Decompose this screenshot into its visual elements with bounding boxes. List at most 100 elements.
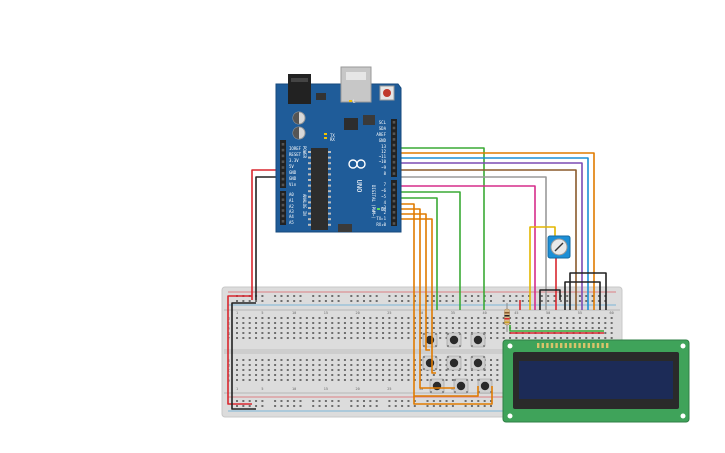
breadboard-hole[interactable]: [267, 337, 270, 339]
resistor[interactable]: [504, 303, 510, 332]
breadboard-hole[interactable]: [356, 379, 359, 381]
breadboard-hole[interactable]: [299, 369, 302, 371]
rail-hole[interactable]: [585, 300, 588, 302]
breadboard-hole[interactable]: [426, 374, 429, 376]
rail-hole[interactable]: [490, 295, 492, 297]
breadboard-hole[interactable]: [439, 369, 442, 371]
wire-pot-gnd-black[interactable]: [539, 289, 561, 310]
rail-hole[interactable]: [375, 400, 378, 402]
breadboard-hole[interactable]: [255, 369, 258, 371]
breadboard-hole[interactable]: [337, 337, 340, 339]
breadboard-hole[interactable]: [375, 374, 378, 376]
breadboard-hole[interactable]: [407, 359, 410, 361]
breadboard-hole[interactable]: [432, 322, 435, 324]
breadboard-hole[interactable]: [534, 322, 537, 324]
breadboard-hole[interactable]: [388, 332, 391, 334]
rail-hole[interactable]: [318, 295, 321, 297]
breadboard-hole[interactable]: [597, 322, 600, 324]
rail-hole[interactable]: [280, 405, 283, 407]
breadboard-hole[interactable]: [610, 327, 613, 329]
breadboard-hole[interactable]: [597, 327, 600, 329]
rail-hole[interactable]: [521, 295, 524, 297]
breadboard-hole[interactable]: [363, 337, 365, 339]
lcd-pin[interactable]: [564, 343, 567, 348]
rail-hole[interactable]: [363, 295, 365, 297]
breadboard-hole[interactable]: [286, 364, 289, 366]
breadboard-hole[interactable]: [578, 337, 581, 339]
rail-hole[interactable]: [312, 400, 315, 402]
rail-hole[interactable]: [439, 400, 442, 402]
breadboard-hole[interactable]: [375, 359, 378, 361]
header-pin[interactable]: [392, 138, 396, 141]
breadboard-hole[interactable]: [464, 359, 467, 361]
rail-hole[interactable]: [236, 300, 238, 302]
wire-lcd-k-black[interactable]: [564, 281, 601, 310]
breadboard-hole[interactable]: [274, 332, 277, 334]
breadboard-hole[interactable]: [267, 322, 270, 324]
breadboard-hole[interactable]: [299, 364, 302, 366]
breadboard-hole[interactable]: [388, 359, 391, 361]
breadboard-hole[interactable]: [267, 374, 270, 376]
breadboard-hole[interactable]: [401, 332, 404, 334]
breadboard-hole[interactable]: [445, 337, 448, 339]
breadboard-hole[interactable]: [528, 327, 531, 329]
breadboard-hole[interactable]: [394, 322, 397, 324]
breadboard-hole[interactable]: [280, 337, 283, 339]
rail-hole[interactable]: [388, 400, 391, 402]
breadboard-hole[interactable]: [350, 379, 353, 381]
breadboard-hole[interactable]: [267, 364, 270, 366]
breadboard-hole[interactable]: [343, 332, 346, 334]
breadboard-hole[interactable]: [426, 322, 429, 324]
breadboard-hole[interactable]: [547, 327, 550, 329]
rail-hole[interactable]: [293, 405, 296, 407]
breadboard-hole[interactable]: [356, 369, 359, 371]
rail-hole[interactable]: [407, 300, 410, 302]
breadboard-hole[interactable]: [610, 332, 613, 334]
breadboard-hole[interactable]: [394, 374, 397, 376]
breadboard-hole[interactable]: [509, 337, 512, 339]
breadboard-hole[interactable]: [324, 369, 327, 371]
breadboard-hole[interactable]: [350, 374, 353, 376]
breadboard-hole[interactable]: [477, 317, 480, 319]
breadboard-hole[interactable]: [439, 359, 442, 361]
header-pin[interactable]: [392, 143, 396, 147]
rail-hole[interactable]: [363, 300, 365, 302]
rail-hole[interactable]: [477, 405, 480, 407]
rail-hole[interactable]: [470, 295, 473, 297]
breadboard-hole[interactable]: [515, 327, 518, 329]
rail-hole[interactable]: [363, 405, 365, 407]
breadboard-hole[interactable]: [324, 337, 327, 339]
breadboard-hole[interactable]: [464, 332, 467, 334]
breadboard-hole[interactable]: [312, 374, 315, 376]
breadboard-hole[interactable]: [591, 322, 594, 324]
rail-hole[interactable]: [426, 400, 429, 402]
breadboard-hole[interactable]: [407, 322, 410, 324]
breadboard-hole[interactable]: [521, 337, 524, 339]
breadboard-hole[interactable]: [388, 374, 391, 376]
rail-hole[interactable]: [280, 400, 283, 402]
breadboard-hole[interactable]: [293, 327, 296, 329]
breadboard-hole[interactable]: [388, 369, 391, 371]
push-button[interactable]: [446, 332, 462, 348]
breadboard-hole[interactable]: [280, 369, 283, 371]
rail-hole[interactable]: [356, 400, 359, 402]
breadboard-hole[interactable]: [356, 364, 359, 366]
breadboard-hole[interactable]: [572, 337, 575, 339]
header-pin[interactable]: [392, 205, 396, 208]
rail-hole[interactable]: [509, 300, 512, 302]
breadboard-hole[interactable]: [496, 379, 499, 381]
header-pin[interactable]: [281, 198, 285, 201]
breadboard-hole[interactable]: [572, 322, 575, 324]
rail-hole[interactable]: [445, 400, 448, 402]
wire-lcd-gnd-black[interactable]: [569, 272, 607, 310]
rail-hole[interactable]: [464, 295, 467, 297]
breadboard-hole[interactable]: [280, 374, 283, 376]
breadboard-hole[interactable]: [293, 364, 296, 366]
breadboard-hole[interactable]: [242, 317, 245, 319]
breadboard-hole[interactable]: [312, 337, 315, 339]
push-button-cap[interactable]: [432, 381, 442, 391]
breadboard-hole[interactable]: [248, 317, 251, 319]
breadboard-hole[interactable]: [394, 379, 397, 381]
breadboard-hole[interactable]: [236, 327, 238, 329]
push-button[interactable]: [446, 355, 462, 371]
